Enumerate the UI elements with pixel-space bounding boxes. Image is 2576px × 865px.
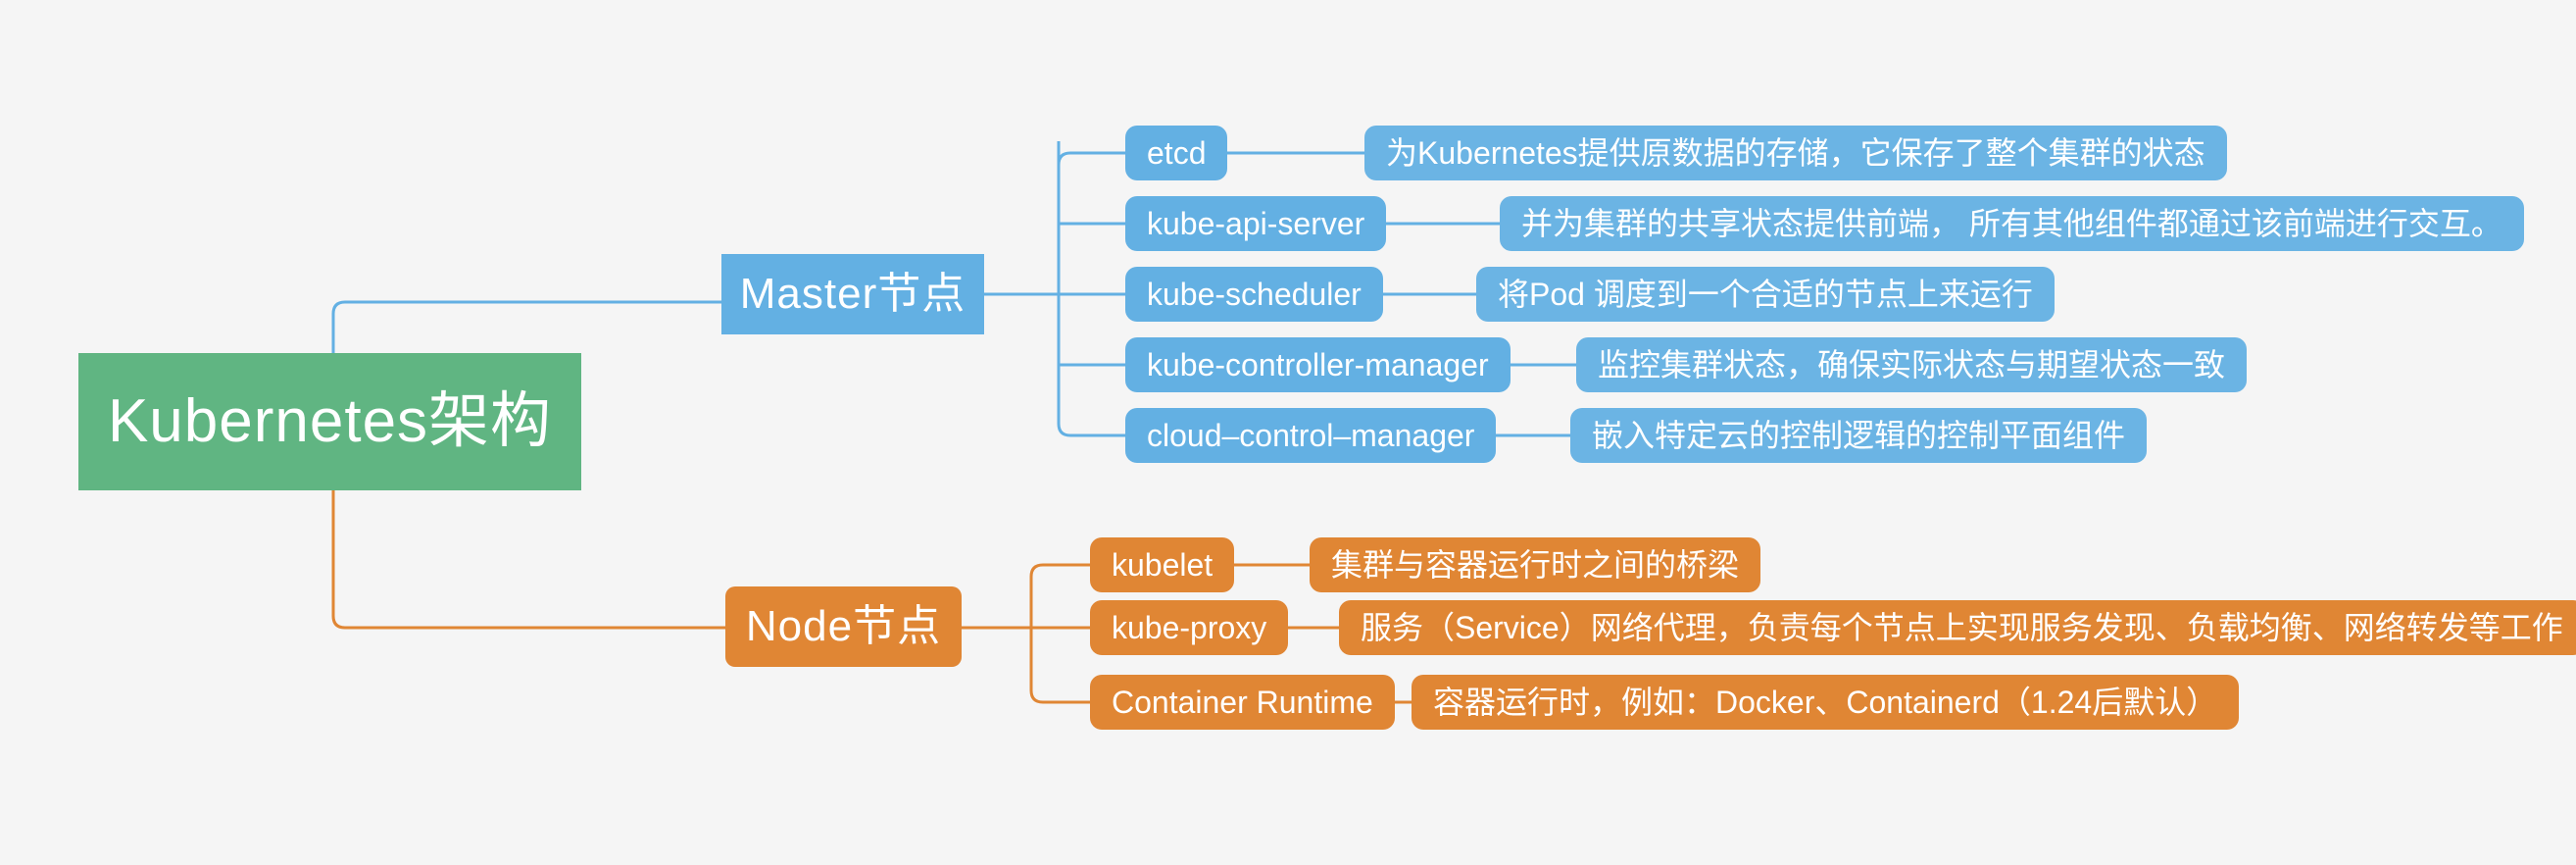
description-kubelet-text: 集群与容器运行时之间的桥梁: [1331, 547, 1740, 583]
description-kube-scheduler-text: 将Pod 调度到一个合适的节点上来运行: [1498, 277, 2033, 312]
component-chip-kubelet[interactable]: kubelet: [1090, 537, 1235, 592]
component-chip-kube-controller-manager[interactable]: kube-controller-manager: [1125, 337, 1511, 392]
description-cloud-control-manager[interactable]: 嵌入特定云的控制逻辑的控制平面组件: [1570, 408, 2148, 463]
component-chip-cloud-control-manager-label: cloud–control–manager: [1147, 418, 1475, 453]
component-chip-container-runtime[interactable]: Container Runtime: [1090, 675, 1395, 730]
description-kube-scheduler[interactable]: 将Pod 调度到一个合适的节点上来运行: [1476, 267, 2055, 322]
description-etcd-text: 为Kubernetes提供原数据的存储，它保存了整个集群的状态: [1386, 135, 2205, 171]
component-chip-etcd-label: etcd: [1147, 135, 1207, 171]
component-chip-kube-scheduler-label: kube-scheduler: [1147, 277, 1362, 312]
component-chip-kube-scheduler[interactable]: kube-scheduler: [1125, 267, 1383, 322]
root-node-label: Kubernetes架构: [107, 387, 553, 455]
branch-node-node-label: Node节点: [745, 602, 942, 650]
component-chip-kube-api-server[interactable]: kube-api-server: [1125, 196, 1387, 251]
description-kube-controller-manager[interactable]: 监控集群状态，确保实际状态与期望状态一致: [1576, 337, 2248, 392]
component-chip-kube-api-server-label: kube-api-server: [1147, 206, 1365, 241]
component-chip-etcd[interactable]: etcd: [1125, 126, 1228, 180]
description-container-runtime-text: 容器运行时，例如：Docker、Containerd（1.24后默认）: [1433, 685, 2218, 720]
description-container-runtime[interactable]: 容器运行时，例如：Docker、Containerd（1.24后默认）: [1412, 675, 2240, 730]
description-kube-api-server-text: 并为集群的共享状态提供前端， 所有其他组件都通过该前端进行交互。: [1521, 206, 2502, 241]
component-chip-cloud-control-manager[interactable]: cloud–control–manager: [1125, 408, 1497, 463]
branch-node-master-label: Master节点: [739, 270, 966, 318]
description-kubelet[interactable]: 集群与容器运行时之间的桥梁: [1310, 537, 1761, 592]
branch-node-master[interactable]: Master节点: [721, 254, 984, 334]
description-kube-api-server[interactable]: 并为集群的共享状态提供前端， 所有其他组件都通过该前端进行交互。: [1500, 196, 2524, 251]
root-node[interactable]: Kubernetes架构: [78, 353, 581, 490]
branch-node-node[interactable]: Node节点: [725, 586, 962, 667]
component-chip-kube-proxy[interactable]: kube-proxy: [1090, 600, 1289, 655]
component-chip-kubelet-label: kubelet: [1112, 547, 1214, 583]
description-kube-controller-manager-text: 监控集群状态，确保实际状态与期望状态一致: [1598, 347, 2226, 382]
description-kube-proxy[interactable]: 服务（Service）网络代理，负责每个节点上实现服务发现、负载均衡、网络转发等…: [1339, 600, 2576, 655]
description-etcd[interactable]: 为Kubernetes提供原数据的存储，它保存了整个集群的状态: [1364, 126, 2227, 180]
component-chip-container-runtime-label: Container Runtime: [1112, 685, 1373, 720]
component-chip-kube-controller-manager-label: kube-controller-manager: [1147, 347, 1489, 382]
component-chip-kube-proxy-label: kube-proxy: [1112, 610, 1267, 645]
description-cloud-control-manager-text: 嵌入特定云的控制逻辑的控制平面组件: [1592, 418, 2126, 453]
description-kube-proxy-text: 服务（Service）网络代理，负责每个节点上实现服务发现、负载均衡、网络转发等…: [1361, 610, 2563, 645]
